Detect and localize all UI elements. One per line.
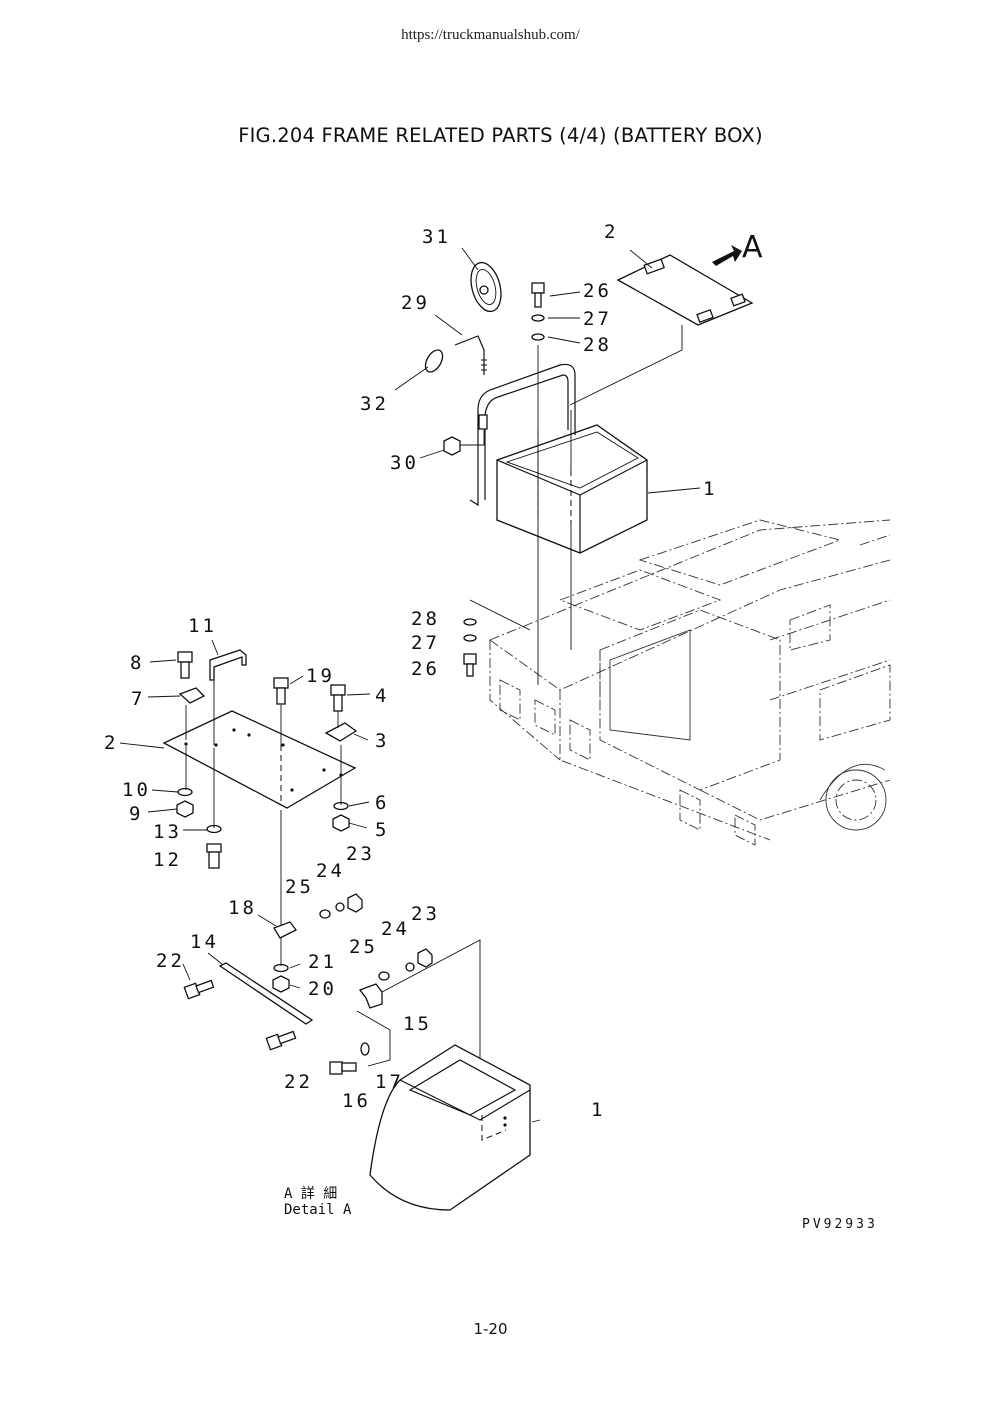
callout-23-lower: 23	[411, 903, 440, 925]
callout-31: 31	[422, 226, 451, 248]
callout-9: 9	[129, 803, 143, 825]
figure-title: FIG.204 FRAME RELATED PARTS (4/4) (BATTE…	[238, 124, 763, 147]
callout-16: 16	[342, 1090, 371, 1112]
mounting-bracket-assembly	[119, 639, 541, 1211]
callout-2-left: 2	[104, 732, 118, 754]
callout-23-upper: 23	[346, 843, 375, 865]
callout-21: 21	[308, 951, 337, 973]
battery-box-detail	[369, 1044, 531, 1211]
callout-7: 7	[131, 688, 145, 710]
battery-box-lid	[616, 254, 754, 326]
battery-box-assembly	[394, 245, 754, 685]
callout-30: 30	[390, 452, 419, 474]
callout-19: 19	[306, 665, 335, 687]
callout-15: 15	[403, 1013, 432, 1035]
callout-4: 4	[375, 685, 389, 707]
callout-10: 10	[122, 779, 151, 801]
callout-6: 6	[375, 792, 389, 814]
callout-13: 13	[153, 821, 182, 843]
callout-26-mid: 26	[411, 658, 440, 680]
callout-28-top: 28	[583, 334, 612, 356]
callout-22-lower: 22	[284, 1071, 313, 1093]
callout-24-lower: 24	[381, 918, 410, 940]
callout-27-mid: 27	[411, 632, 440, 654]
detail-label-en: Detail A	[284, 1202, 352, 1218]
callout-27-top: 27	[583, 308, 612, 330]
drawing-code: PV92933	[802, 1217, 878, 1232]
callout-26-top: 26	[583, 280, 612, 302]
source-url: https://truckmanualshub.com/	[401, 27, 580, 43]
callout-20: 20	[308, 978, 337, 1000]
callout-3: 3	[375, 730, 389, 752]
tie-rod	[218, 962, 314, 1025]
callout-22-upper: 22	[156, 950, 185, 972]
callout-25-lower: 25	[349, 936, 378, 958]
callout-1-top: 1	[703, 478, 717, 500]
callout-8: 8	[130, 652, 144, 674]
callout-24-upper: 24	[316, 860, 345, 882]
callout-32: 32	[360, 393, 389, 415]
callout-29: 29	[401, 292, 430, 314]
callout-2-top: 2	[604, 221, 618, 243]
view-arrow-label: A	[742, 230, 763, 265]
callout-18: 18	[228, 897, 257, 919]
callout-11: 11	[188, 615, 217, 637]
callout-14: 14	[190, 931, 219, 953]
callout-25-upper: 25	[285, 876, 314, 898]
page-number: 1-20	[473, 1320, 508, 1338]
callout-5: 5	[375, 819, 389, 841]
callout-1-bottom: 1	[591, 1099, 605, 1121]
battery-box	[496, 424, 648, 554]
truck-frame-drawing	[489, 519, 891, 846]
detail-label-jp: A 詳 細	[284, 1186, 337, 1202]
callout-28-mid: 28	[411, 608, 440, 630]
callout-17: 17	[375, 1071, 404, 1093]
callout-labels: 31 2 A 26 27 28 29 32 30 1 28 27 26 11 8…	[104, 221, 878, 1232]
callout-12: 12	[153, 849, 182, 871]
mounting-plate	[162, 710, 357, 809]
